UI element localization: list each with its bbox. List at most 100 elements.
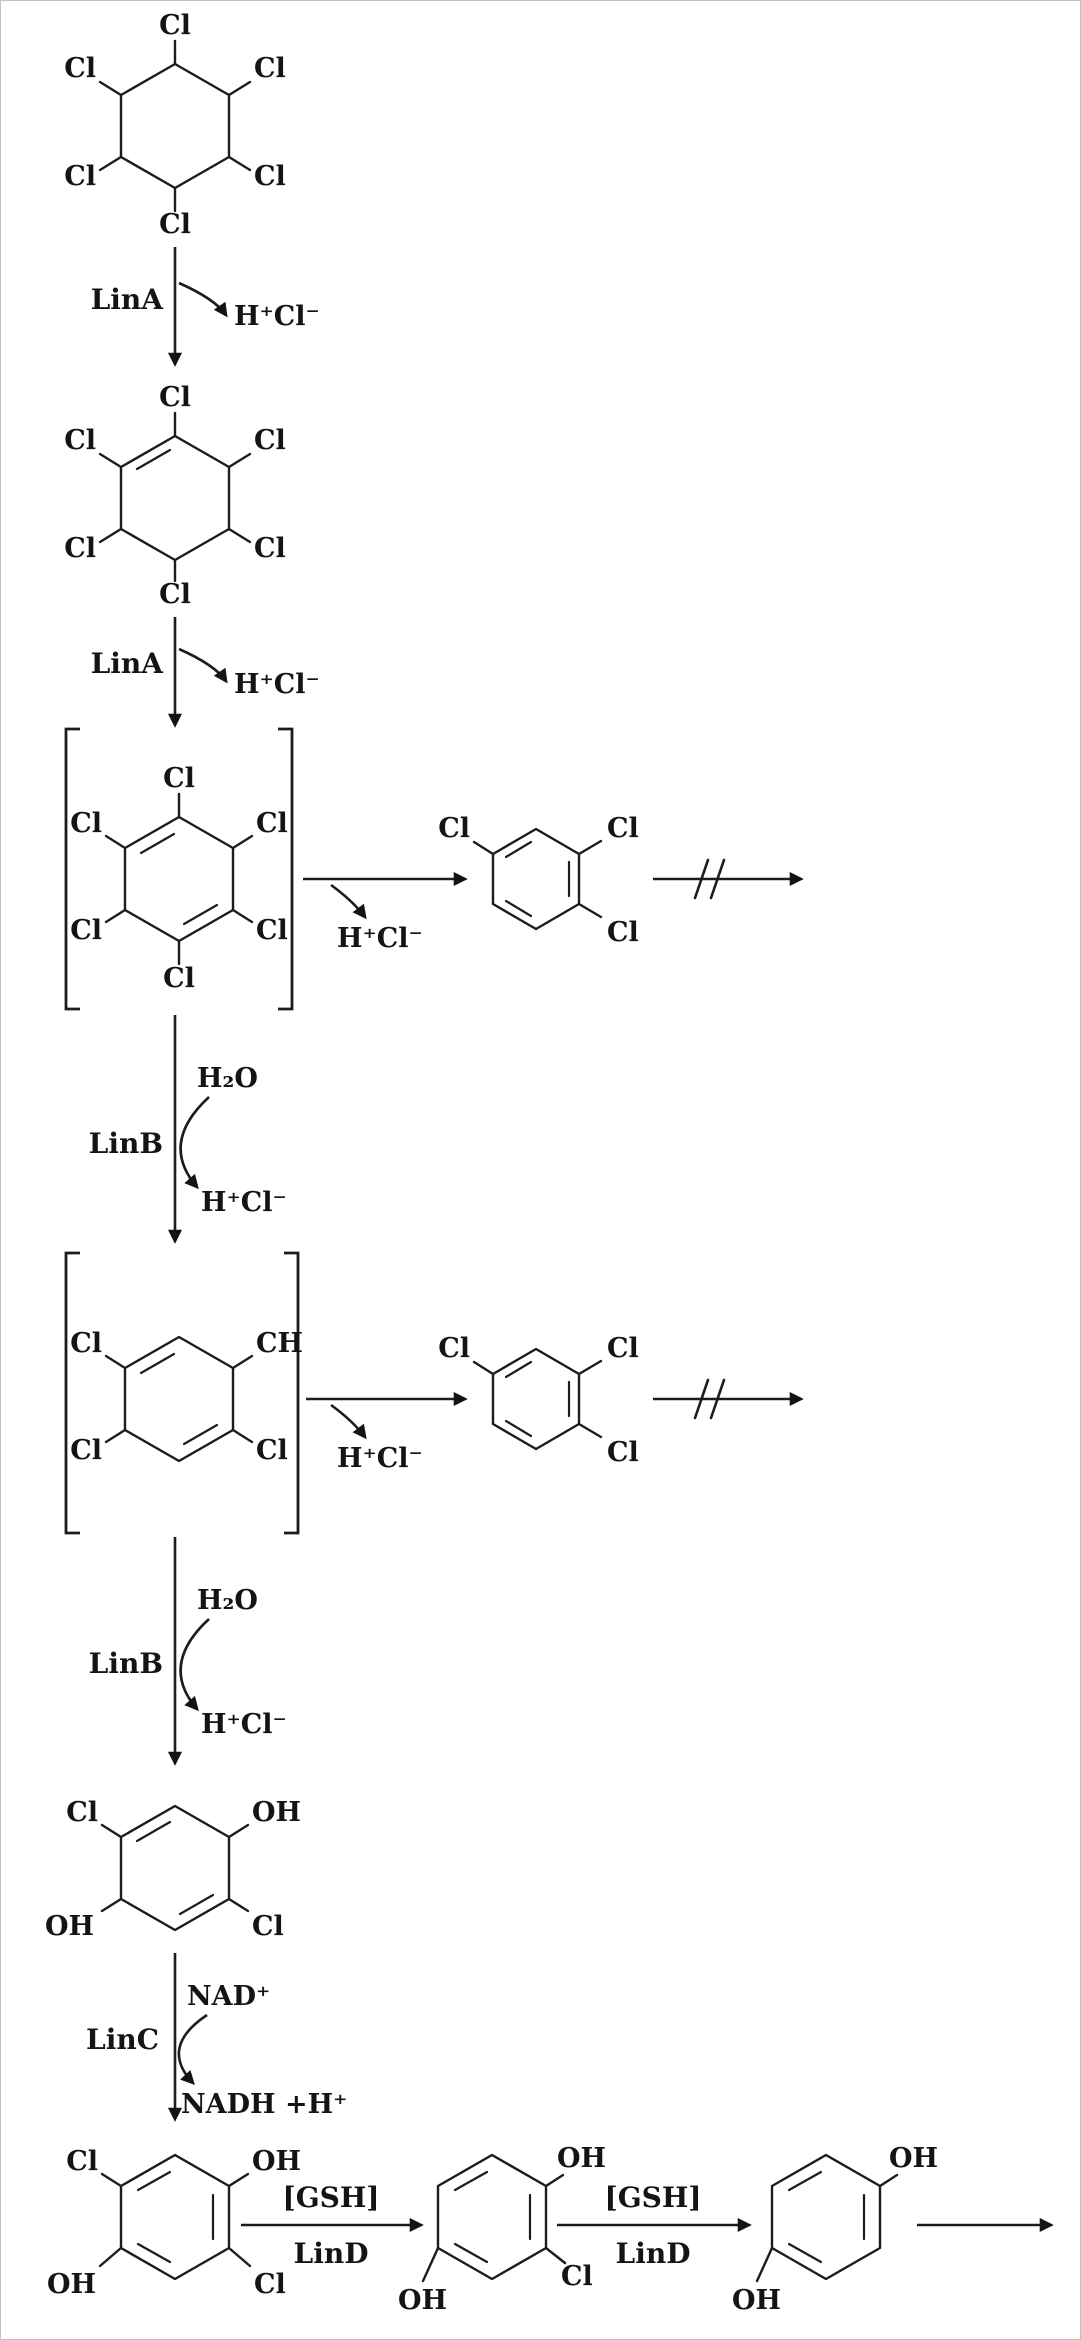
double-bond <box>787 2170 823 2192</box>
step-lina-1: LinA H⁺Cl⁻ <box>91 247 320 367</box>
bond <box>472 840 495 856</box>
blocked-slash <box>693 1378 710 1420</box>
substituent-label: OH <box>45 1911 94 1942</box>
bond <box>100 1823 123 1839</box>
substituent-label: Cl <box>70 1435 102 1466</box>
bracket-right <box>278 727 294 1011</box>
substituent-label: Cl <box>607 1437 639 1468</box>
bond <box>104 908 127 924</box>
bond <box>421 2246 440 2283</box>
molecule-dichlorodienediol: Cl OH OH Cl <box>45 1797 301 1942</box>
bond <box>98 2246 123 2268</box>
molecule-chlorohydroquinone: OH Cl OH <box>398 2143 606 2316</box>
substituent-label: Cl <box>256 808 288 839</box>
substituent-label: Cl <box>159 10 191 41</box>
byproduct-label: H⁺Cl⁻ <box>201 1187 287 1218</box>
substituent-label: CH <box>256 1328 303 1359</box>
substituent-label: OH <box>398 2285 447 2316</box>
ring <box>491 827 581 931</box>
ring <box>119 62 231 190</box>
bond <box>577 1422 603 1439</box>
bracket-right <box>284 1251 300 1535</box>
byproduct-label: H⁺Cl⁻ <box>234 301 320 332</box>
substituent-label: Cl <box>163 963 195 994</box>
substituent-label: Cl <box>64 161 96 192</box>
bond <box>227 1823 250 1839</box>
blocked-slash <box>693 858 710 900</box>
bracket-left <box>64 1251 80 1535</box>
cofactor-label: NADH +H⁺ <box>181 2089 347 2120</box>
bond <box>231 908 254 924</box>
substituent-label: Cl <box>64 425 96 456</box>
substituent-label: Cl <box>159 579 191 610</box>
bond <box>231 1428 254 1444</box>
step-linb-1: LinB H₂O H⁺Cl⁻ <box>89 1015 287 1244</box>
molecule-trichlorobenzene-lower: Cl Cl Cl <box>438 1333 639 1468</box>
byproduct-arrow <box>179 1096 210 1190</box>
bond <box>231 834 254 850</box>
substituent-label: Cl <box>256 1435 288 1466</box>
bond <box>98 155 123 172</box>
enzyme-label: LinD <box>294 2237 369 2270</box>
substituent-label: OH <box>252 2146 301 2177</box>
byproduct-arrow <box>178 281 228 318</box>
enzyme-label: LinC <box>86 2023 159 2056</box>
double-bond <box>453 2242 489 2264</box>
bond <box>544 2246 567 2265</box>
enzyme-label: LinD <box>616 2237 691 2270</box>
double-bond <box>504 899 533 918</box>
bond <box>100 2172 123 2188</box>
substituent-label: Cl <box>70 1328 102 1359</box>
bond <box>878 2173 899 2188</box>
substituent-label: Cl <box>438 1333 470 1364</box>
byproduct-arrow <box>178 647 228 684</box>
double-bond <box>178 1893 215 1916</box>
substituent-label: OH <box>47 2269 96 2300</box>
double-bond <box>182 1423 219 1446</box>
blocked-arrow-2 <box>653 1378 804 1420</box>
ring <box>119 434 231 562</box>
cofactor-label: H₂O <box>197 1585 258 1616</box>
bond <box>472 1360 495 1376</box>
enzyme-label: LinB <box>89 1127 163 1160</box>
cofactor-label: [GSH] <box>604 2181 701 2214</box>
byproduct-arrow <box>330 883 367 920</box>
ring <box>123 815 235 943</box>
substituent-label: Cl <box>254 533 286 564</box>
double-bond <box>182 903 219 926</box>
byproduct-arrow <box>177 2013 208 2086</box>
substituent-label: OH <box>557 2143 606 2174</box>
blocked-slash <box>709 858 726 900</box>
double-bond <box>135 448 172 471</box>
cofactor-label: [GSH] <box>282 2181 379 2214</box>
substituent-label: Cl <box>607 813 639 844</box>
step-linb-2: LinB H₂O H⁺Cl⁻ <box>89 1537 287 1766</box>
double-bond <box>139 1352 176 1375</box>
substituent-label: Cl <box>254 161 286 192</box>
substituent-label: Cl <box>252 1911 284 1942</box>
byproduct-arrow <box>179 1618 210 1712</box>
byproduct-label: H⁺Cl⁻ <box>234 669 320 700</box>
substituent-label: Cl <box>254 425 286 456</box>
bond <box>98 452 123 469</box>
double-bond <box>139 832 176 855</box>
enzyme-label: LinA <box>91 647 165 680</box>
step-spontaneous-2: H⁺Cl⁻ <box>306 1391 468 1474</box>
molecule-trichlorocyclohexadienol: Cl CH Cl Cl <box>64 1251 303 1535</box>
substituent-label: Cl <box>70 915 102 946</box>
cofactor-label: H₂O <box>197 1063 258 1094</box>
double-bond <box>136 2170 172 2192</box>
molecule-trichlorobenzene-upper: Cl Cl Cl <box>438 813 639 948</box>
bond <box>227 452 252 469</box>
substituent-label: Cl <box>607 1333 639 1364</box>
substituent-label: Cl <box>561 2261 593 2292</box>
double-bond <box>504 1360 533 1379</box>
blocked-arrow-1 <box>653 858 804 900</box>
substituent-label: Cl <box>163 763 195 794</box>
substituent-label: Cl <box>70 808 102 839</box>
blocked-slash <box>709 1378 726 1420</box>
double-bond <box>136 2242 172 2264</box>
substituent-label: Cl <box>254 53 286 84</box>
ring <box>123 1335 235 1463</box>
